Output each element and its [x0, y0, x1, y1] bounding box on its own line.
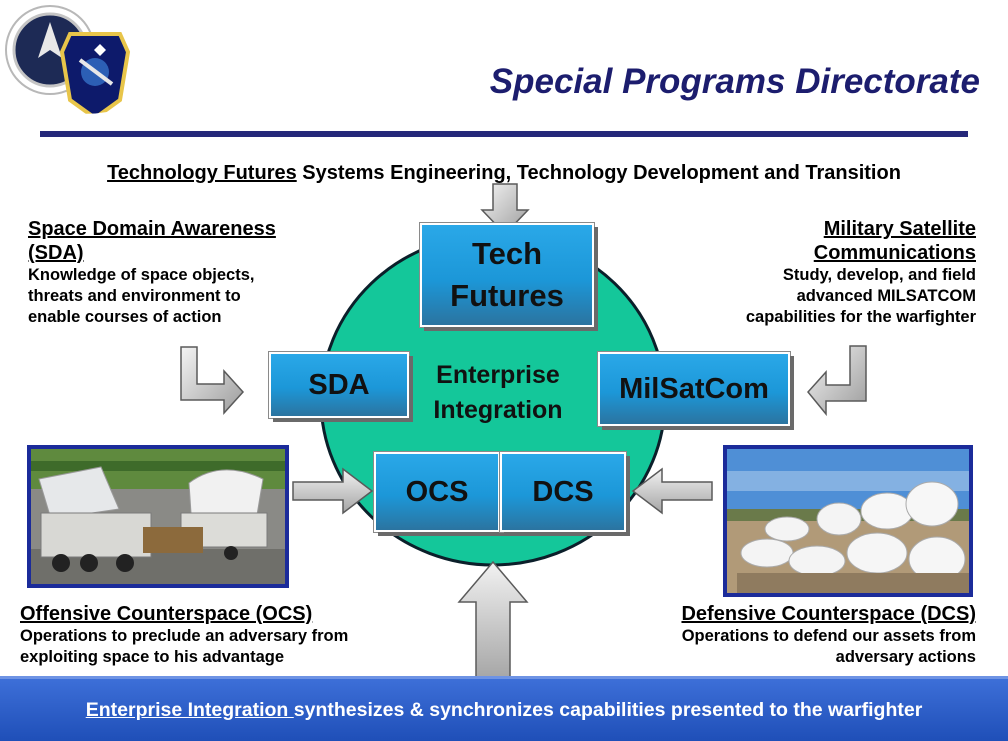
tech-box-line1: Tech [471, 236, 543, 271]
milsatcom-box: MilSatCom [598, 352, 790, 426]
dcs-photo [723, 445, 973, 597]
ocs-title: Offensive Counterspace (OCS) [20, 603, 313, 625]
banner-rest-text: synthesizes & synchronizes capabilities … [293, 698, 923, 721]
ocs-box: OCS [374, 452, 500, 532]
ocs-photo [27, 445, 289, 588]
milsatcom-title-line1: Military Satellite [823, 218, 976, 240]
banner-underlined-text: Enterprise Integration [85, 698, 294, 721]
milsatcom-body-line1: Study, develop, and field [782, 266, 976, 284]
milsatcom-box-label: MilSatCom [619, 372, 769, 405]
tech-futures-box: Tech Futures [420, 223, 594, 327]
title-divider [40, 131, 968, 137]
center-line1: Enterprise [436, 361, 560, 389]
sda-block: Space Domain Awareness (SDA) Knowledge o… [28, 217, 328, 328]
milsatcom-body-line3: capabilities for the warfighter [745, 308, 976, 326]
dcs-box-label: DCS [532, 475, 594, 508]
milsatcom-block: Military Satellite Communications Study,… [640, 217, 976, 328]
tech-box-line2: Futures [450, 278, 564, 313]
ocs-body-line1: Operations to preclude an adversary from [20, 627, 349, 645]
arrow-ocs [292, 467, 374, 515]
tech-futures-description: Systems Engineering, Technology Developm… [296, 162, 901, 184]
arrow-sda [180, 346, 245, 415]
sda-body-line3: enable courses of action [28, 308, 222, 326]
dcs-title: Defensive Counterspace (DCS) [681, 603, 976, 625]
tech-futures-heading: Technology Futures Systems Engineering, … [0, 162, 1008, 185]
sda-box: SDA [269, 352, 409, 418]
sda-title-line2: (SDA) [28, 242, 84, 264]
sda-body-line2: threats and environment to [28, 287, 241, 305]
ocs-box-label: OCS [405, 475, 469, 508]
enterprise-integration-label: Enterprise Integration [408, 358, 588, 428]
center-line2: Integration [433, 396, 563, 424]
milsatcom-body-line2: advanced MILSATCOM [796, 287, 976, 305]
dcs-box: DCS [500, 452, 626, 532]
milsatcom-title-line2: Communications [813, 242, 976, 264]
dcs-block: Defensive Counterspace (DCS) Operations … [596, 602, 976, 668]
dcs-body-line1: Operations to defend our assets from [681, 627, 976, 645]
bottom-banner: Enterprise Integration synthesizes & syn… [0, 676, 1008, 741]
ocs-body-line2: exploiting space to his advantage [20, 648, 285, 666]
logo [0, 0, 150, 125]
sda-body-line1: Knowledge of space objects, [28, 266, 255, 284]
arrow-dcs [631, 467, 713, 515]
page-title: Special Programs Directorate [489, 62, 980, 101]
dcs-body-line2: adversary actions [835, 648, 976, 666]
arrow-up-enterprise [457, 560, 529, 681]
tech-futures-link-text: Technology Futures [107, 162, 297, 184]
arrow-milsatcom [807, 345, 867, 417]
arrow-down-tech-futures [480, 183, 530, 236]
sda-box-label: SDA [308, 368, 370, 401]
sda-title-line1: Space Domain Awareness [28, 218, 276, 240]
ocs-block: Offensive Counterspace (OCS) Operations … [20, 602, 440, 668]
